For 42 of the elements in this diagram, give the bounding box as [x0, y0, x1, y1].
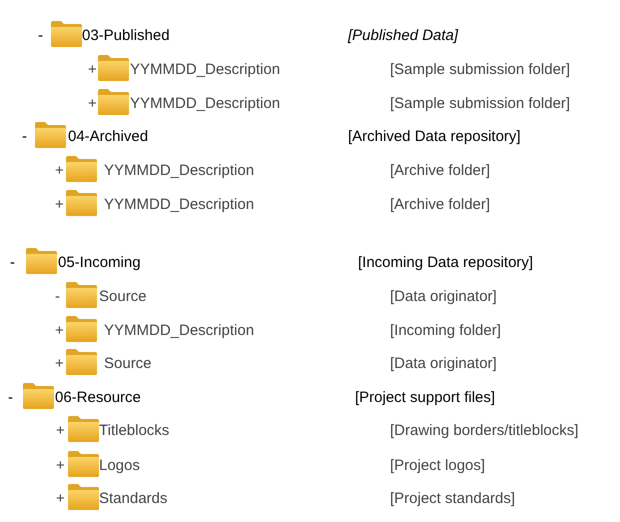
- folder-description: [Sample submission folder]: [390, 95, 570, 113]
- tree-toggle: -: [38, 27, 43, 45]
- tree-toggle: +: [56, 422, 65, 440]
- tree-toggle: -: [8, 389, 13, 407]
- folder-description: [Project standards]: [390, 490, 516, 508]
- folder-name: YYMMDD_Description: [104, 322, 254, 340]
- folder-description: [Archived Data repository]: [348, 128, 521, 146]
- folder-name: Source: [99, 288, 147, 306]
- folder-description: [Incoming Data repository]: [358, 254, 534, 272]
- folder-name: YYMMDD_Description: [130, 61, 280, 79]
- tree-toggle: +: [55, 162, 64, 180]
- folder-name: 03-Published: [82, 27, 170, 45]
- folder-name: Logos: [99, 457, 140, 475]
- folder-description: [Data originator]: [390, 288, 497, 306]
- tree-toggle: +: [88, 61, 97, 79]
- folder-name: Source: [104, 355, 152, 373]
- folder-description: [Project logos]: [390, 457, 486, 475]
- tree-toggle: -: [55, 288, 60, 306]
- folder-name: 04-Archived: [68, 128, 148, 146]
- folder-name: YYMMDD_Description: [104, 162, 254, 180]
- tree-toggle: +: [88, 95, 97, 113]
- folder-name: Titleblocks: [99, 422, 170, 440]
- folder-description: [Published Data]: [348, 27, 458, 45]
- tree-toggle: +: [55, 196, 64, 214]
- folder-description: [Incoming folder]: [390, 322, 501, 340]
- folder-name: YYMMDD_Description: [104, 196, 254, 214]
- tree-toggle: -: [10, 254, 15, 272]
- tree-toggle: +: [56, 457, 65, 475]
- folder-name: 06-Resource: [55, 389, 141, 407]
- folder-description: [Archive folder]: [390, 162, 490, 180]
- tree-toggle: +: [55, 355, 64, 373]
- folder-name: 05-Incoming: [58, 254, 141, 272]
- folder-description: [Sample submission folder]: [390, 61, 570, 79]
- folder-description: [Drawing borders/titleblocks]: [390, 422, 578, 440]
- tree-toggle: +: [56, 490, 65, 508]
- folder-description: [Archive folder]: [390, 196, 490, 214]
- tree-toggle: +: [55, 322, 64, 340]
- folder-description: [Project support files]: [355, 389, 496, 407]
- folder-name: YYMMDD_Description: [130, 95, 280, 113]
- folder-description: [Data originator]: [390, 355, 497, 373]
- folder-name: Standards: [99, 490, 168, 508]
- tree-toggle: -: [22, 128, 27, 146]
